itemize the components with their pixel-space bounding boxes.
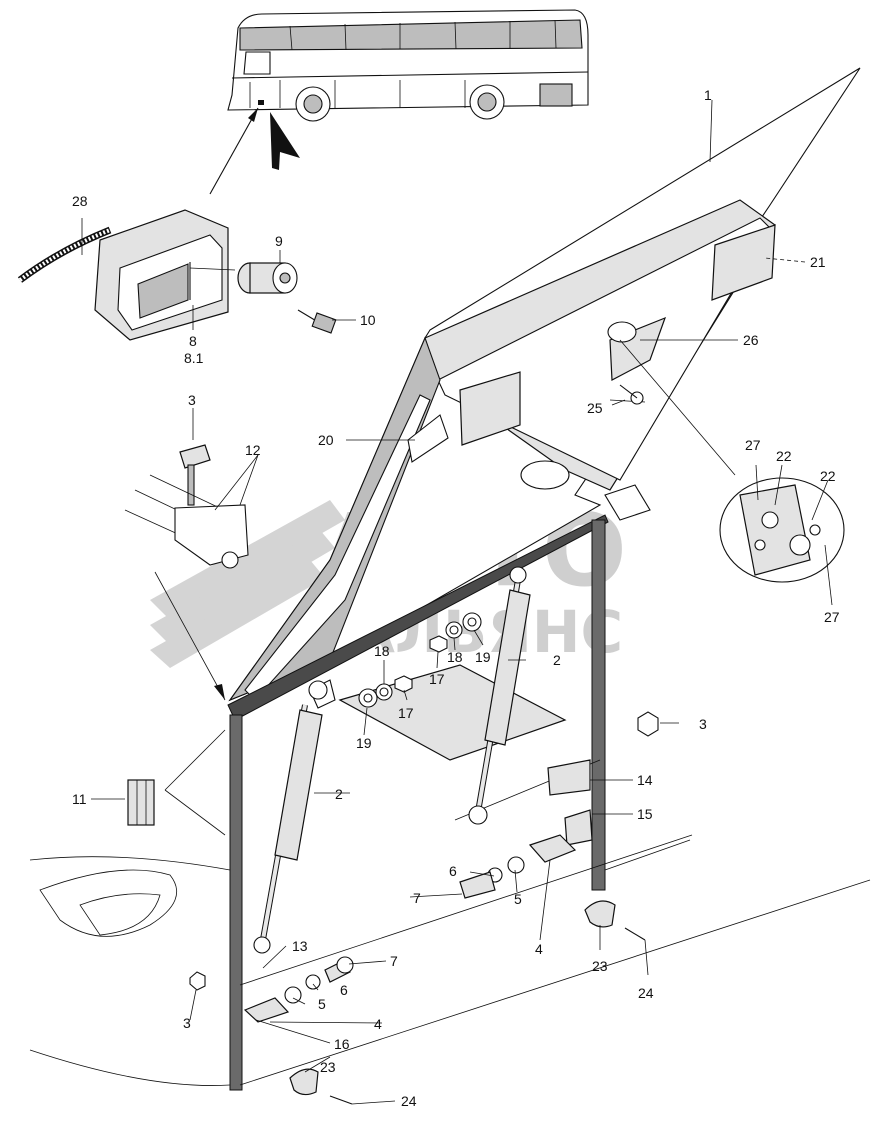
- callout-19-right: 19: [475, 649, 491, 665]
- callout-8: 8: [189, 333, 197, 349]
- callout-24-right: 24: [638, 985, 654, 1001]
- callout-18-left: 18: [374, 643, 390, 659]
- callout-26: 26: [743, 332, 759, 348]
- callout-13: 13: [292, 938, 308, 954]
- key: [297, 309, 337, 334]
- callout-27-bottom: 27: [824, 609, 840, 625]
- callout-25: 25: [587, 400, 603, 416]
- viewing-direction-arrow: [270, 112, 300, 170]
- frame-seal: [227, 514, 609, 1091]
- callout-24-bottom: 24: [401, 1093, 417, 1109]
- gas-strut-right: [468, 566, 531, 825]
- callout-28: 28: [72, 193, 88, 209]
- callout-8-1: 8.1: [184, 350, 204, 366]
- callout-20: 20: [318, 432, 334, 448]
- callout-19-left: 19: [356, 735, 372, 751]
- seal-profile: [127, 779, 155, 826]
- callout-22-right: 22: [820, 468, 836, 484]
- callout-21: 21: [810, 254, 826, 270]
- detail-view: [619, 339, 845, 583]
- callout-27-top: 27: [745, 437, 761, 453]
- callout-1: 1: [704, 87, 712, 103]
- callout-7-right: 7: [413, 890, 421, 906]
- leader-11-arrow-up: [164, 729, 226, 791]
- leader-12-arrowhead: [214, 684, 225, 700]
- callout-16: 16: [334, 1036, 350, 1052]
- callout-5-bottom: 5: [318, 996, 326, 1012]
- callout-3-bottom: 3: [183, 1015, 191, 1031]
- lock-assembly: [17, 209, 337, 341]
- callout-2-left: 2: [335, 786, 343, 802]
- callout-14: 14: [637, 772, 653, 788]
- watermark-logo: [150, 500, 345, 668]
- leader-11-arrow-down: [164, 789, 226, 836]
- callout-10: 10: [360, 312, 376, 328]
- bus-illustration: [227, 9, 589, 122]
- hardware-parts: [189, 384, 659, 1105]
- callout-7-bottom: 7: [390, 953, 398, 969]
- callout-6-bottom: 6: [340, 982, 348, 998]
- hatch-lid: [228, 67, 861, 709]
- callout-15: 15: [637, 806, 653, 822]
- callout-5-right: 5: [514, 891, 522, 907]
- arrow-to-lock: [209, 107, 259, 195]
- callout-6-right: 6: [449, 863, 457, 879]
- callout-23-right: 23: [592, 958, 608, 974]
- callout-23-bottom: 23: [320, 1059, 336, 1075]
- callout-2-right: 2: [553, 652, 561, 668]
- callout-4-bottom: 4: [374, 1016, 382, 1032]
- callout-18-right: 18: [447, 649, 463, 665]
- callout-17-right: 17: [429, 671, 445, 687]
- callout-3-top: 3: [188, 392, 196, 408]
- leader-12-arrow: [154, 571, 226, 701]
- leader-lines: [81, 99, 833, 1105]
- callout-4-right: 4: [535, 941, 543, 957]
- callout-labels: 1 2 2 3 3 3 4 4 5 5 6 6 7 7 8 8.1 9 10 1…: [72, 87, 840, 1109]
- lock-cylinder: [237, 262, 298, 294]
- callout-12: 12: [245, 442, 261, 458]
- bracket-assembly: [124, 444, 249, 569]
- callout-9: 9: [275, 233, 283, 249]
- callout-22-left: 22: [776, 448, 792, 464]
- gas-strut-left: [253, 680, 328, 954]
- callout-17-left: 17: [398, 705, 414, 721]
- callout-11: 11: [72, 791, 87, 807]
- callout-3-right: 3: [699, 716, 707, 732]
